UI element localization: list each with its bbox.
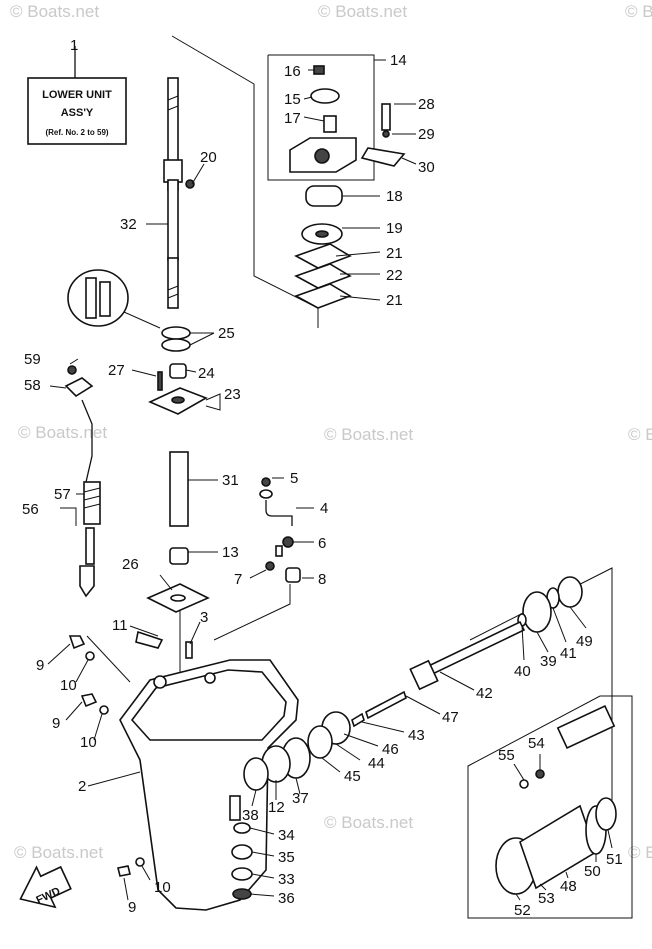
callout-45: 45 <box>344 768 361 785</box>
shift-rod <box>64 365 101 598</box>
group-outlines <box>60 35 633 919</box>
callout-41: 41 <box>560 645 577 662</box>
watermark: © Boats.net <box>18 423 107 442</box>
callout-44: 44 <box>368 755 385 772</box>
bearing-housing-group <box>495 704 617 895</box>
fwd-arrow: FWD <box>19 865 72 909</box>
callout-7: 7 <box>234 571 242 588</box>
callout-12: 12 <box>268 799 285 816</box>
callout-43: 43 <box>408 727 425 744</box>
pump-base-parts <box>135 363 210 659</box>
title-line-1: LOWER UNIT <box>42 89 112 101</box>
callout-29: 29 <box>418 126 435 143</box>
lower-case <box>119 659 299 911</box>
callout-33: 33 <box>278 871 295 888</box>
lower-unit-title-box: LOWER UNIT ASS'Y (Ref. No. 2 to 59) <box>27 46 127 145</box>
callout-50: 50 <box>584 863 601 880</box>
watermark: © Boats.net <box>625 2 652 21</box>
callout-25: 25 <box>218 325 235 342</box>
callout-32: 32 <box>120 216 137 233</box>
title-line-3: (Ref. No. 2 to 59) <box>45 128 108 137</box>
callout-26: 26 <box>122 556 139 573</box>
callout-5: 5 <box>290 470 298 487</box>
title-line-2: ASS'Y <box>61 107 94 119</box>
callout-56: 56 <box>22 501 39 518</box>
callout-9a: 9 <box>36 657 44 674</box>
callout-13: 13 <box>222 544 239 561</box>
callout-47: 47 <box>442 709 459 726</box>
callout-59: 59 <box>24 351 41 368</box>
callout-17: 17 <box>284 110 301 127</box>
callout-8: 8 <box>318 571 326 588</box>
callout-34: 34 <box>278 827 295 844</box>
callout-10b: 10 <box>80 734 97 751</box>
housing-bolts <box>68 635 145 877</box>
callout-3: 3 <box>200 609 208 626</box>
watermark: © Boats.net <box>318 2 407 21</box>
callout-51: 51 <box>606 851 623 868</box>
callout-49: 49 <box>576 633 593 650</box>
callout-35: 35 <box>278 849 295 866</box>
callout-9c: 9 <box>128 899 136 916</box>
bearing-detail <box>67 269 191 352</box>
callout-21a: 21 <box>386 245 403 262</box>
watermark: © Boats.net <box>628 425 652 444</box>
callout-14: 14 <box>390 52 407 69</box>
callout-55: 55 <box>498 747 515 764</box>
watermark: © Boats.net <box>324 425 413 444</box>
watermark: © Boats.net <box>14 843 103 862</box>
leader-lines <box>47 59 613 901</box>
callout-18: 18 <box>386 188 403 205</box>
callout-30: 30 <box>418 159 435 176</box>
watermark: © Boats.net <box>10 2 99 21</box>
callout-11: 11 <box>112 617 128 634</box>
seal-stack <box>231 822 253 900</box>
watermark: © Boats.net <box>324 813 413 832</box>
callout-labels: 1 2 3 4 5 6 7 8 9 9 9 10 10 10 11 12 13 … <box>22 37 623 919</box>
callout-9b: 9 <box>52 715 60 732</box>
callout-2: 2 <box>78 778 86 795</box>
callout-42: 42 <box>476 685 493 702</box>
callout-10a: 10 <box>60 677 77 694</box>
callout-48: 48 <box>560 878 577 895</box>
water-tube-parts <box>259 477 301 583</box>
callout-23: 23 <box>224 386 241 403</box>
callout-24: 24 <box>198 365 215 382</box>
callout-31: 31 <box>222 472 239 489</box>
callout-52: 52 <box>514 902 531 919</box>
drive-shaft <box>163 77 195 309</box>
callout-58: 58 <box>24 377 41 394</box>
callout-20: 20 <box>200 149 217 166</box>
propeller-shaft-group <box>243 576 583 791</box>
callout-53: 53 <box>538 890 555 907</box>
callout-6: 6 <box>318 535 326 552</box>
callout-16: 16 <box>284 63 301 80</box>
callout-40: 40 <box>514 663 531 680</box>
callout-1: 1 <box>70 37 78 54</box>
callout-54: 54 <box>528 735 545 752</box>
callout-10c: 10 <box>154 879 171 896</box>
callout-36: 36 <box>278 890 295 907</box>
callout-19: 19 <box>386 220 403 237</box>
callout-15: 15 <box>284 91 301 108</box>
callout-21b: 21 <box>386 292 403 309</box>
callout-39: 39 <box>540 653 557 670</box>
callout-4: 4 <box>320 500 328 517</box>
callout-37: 37 <box>292 790 309 807</box>
watermarks: © Boats.net © Boats.net © Boats.net © Bo… <box>10 2 652 862</box>
water-pump-assembly <box>289 65 406 309</box>
callout-46: 46 <box>382 741 399 758</box>
callout-57: 57 <box>54 486 71 503</box>
callout-22: 22 <box>386 267 403 284</box>
callout-27: 27 <box>108 362 125 379</box>
callout-38: 38 <box>242 807 259 824</box>
watermark: © Boats.net <box>628 843 652 862</box>
callout-28: 28 <box>418 96 435 113</box>
